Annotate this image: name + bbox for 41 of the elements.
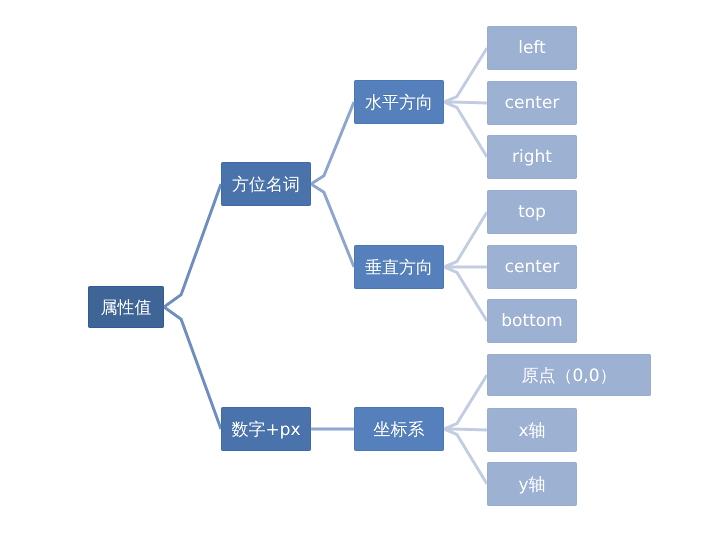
tree-node-box — [354, 80, 444, 124]
tree-node-box — [221, 162, 311, 206]
tree-node-box — [487, 135, 577, 179]
connector-line — [310, 182, 356, 268]
connector-line — [310, 101, 356, 186]
node-label: y轴 — [518, 474, 546, 496]
tree-node-box — [354, 407, 444, 451]
connector-line — [443, 428, 488, 485]
tree-node-box — [221, 407, 311, 451]
node-label: 垂直方向 — [365, 256, 433, 278]
node-label: bottom — [501, 311, 563, 331]
node-label: center — [504, 257, 560, 277]
node-label: 水平方向 — [365, 92, 433, 114]
tree-node-box — [487, 299, 577, 343]
connector-line — [443, 266, 488, 322]
node-label: center — [504, 93, 560, 113]
connector-line — [311, 428, 354, 430]
tree-node-box — [487, 462, 577, 506]
node-label: 原点（0,0） — [521, 364, 617, 386]
connector-line — [163, 306, 222, 430]
connector-line — [443, 211, 488, 268]
connector-line — [443, 100, 488, 158]
node-label: top — [518, 202, 546, 222]
tree-node-box — [487, 81, 577, 125]
node-label: 坐标系 — [374, 418, 424, 440]
connector-line — [443, 47, 488, 104]
tree-node-box — [487, 190, 577, 234]
node-label: x轴 — [518, 420, 546, 442]
node-label: left — [518, 38, 546, 58]
connector-line — [443, 374, 488, 430]
node-label: right — [512, 147, 552, 167]
tree-node-box — [487, 408, 577, 452]
connector-line — [163, 184, 222, 308]
tree-node-box — [354, 245, 444, 289]
node-label: 方位名词 — [232, 174, 300, 196]
tree-node-box — [487, 26, 577, 70]
node-label: 数字+px — [231, 418, 301, 440]
tree-node-box — [88, 286, 164, 328]
tree-node-box — [487, 354, 651, 396]
tree-node-box — [487, 245, 577, 289]
node-label: 属性值 — [100, 296, 152, 318]
